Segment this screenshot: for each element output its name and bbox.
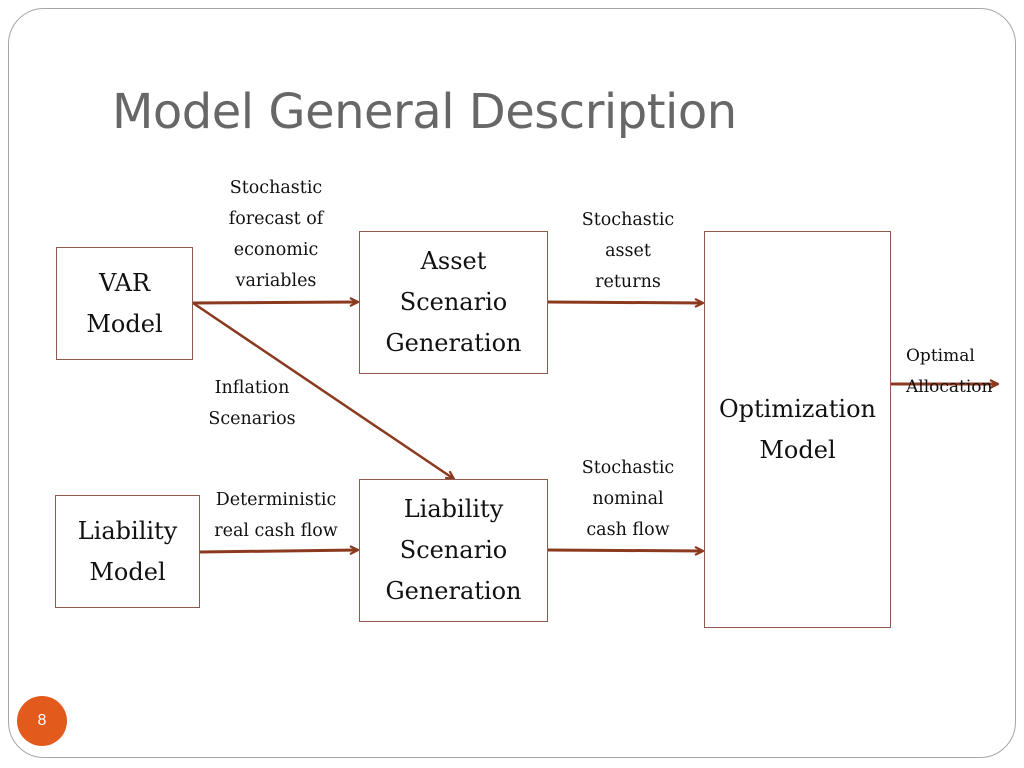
page-number-badge: 8 — [17, 696, 67, 746]
arrow-asset-to-optimization — [547, 302, 703, 303]
slide-frame — [8, 8, 1016, 758]
slide-title: Model General Description — [112, 84, 737, 140]
asset-scenario-label: Asset Scenario Generation — [385, 247, 522, 357]
arrow-liability-model-to-scenario — [199, 550, 358, 552]
asset-scenario-box: Asset Scenario Generation — [359, 231, 548, 374]
deterministic-cash-flow-label: Deterministic real cash flow — [214, 490, 338, 541]
arrow-var-to-asset — [192, 302, 358, 303]
stochastic-forecast-label: Stochastic forecast of economic variable… — [228, 178, 324, 291]
optimization-model-label: Optimization Model — [719, 394, 876, 464]
optimization-model-box: Optimization Model — [704, 231, 891, 628]
arrow-var-to-liability-scenario — [192, 301, 454, 479]
stochastic-nominal-cash-flow-label: Stochastic nominal cash flow — [581, 458, 675, 540]
liability-scenario-box: Liability Scenario Generation — [359, 479, 548, 622]
arrow-liability-to-optimization — [547, 550, 703, 551]
liability-model-label: Liability Model — [77, 516, 178, 586]
liability-model-box: Liability Model — [55, 495, 200, 608]
liability-scenario-label: Liability Scenario Generation — [385, 495, 522, 605]
inflation-scenarios-label: Inflation Scenarios — [208, 378, 296, 429]
optimal-allocation-label: Optimal Allocation — [906, 346, 993, 397]
var-model-box: VAR Model — [56, 247, 193, 360]
stochastic-asset-returns-label: Stochastic asset returns — [581, 210, 675, 292]
var-model-label: VAR Model — [86, 268, 163, 338]
